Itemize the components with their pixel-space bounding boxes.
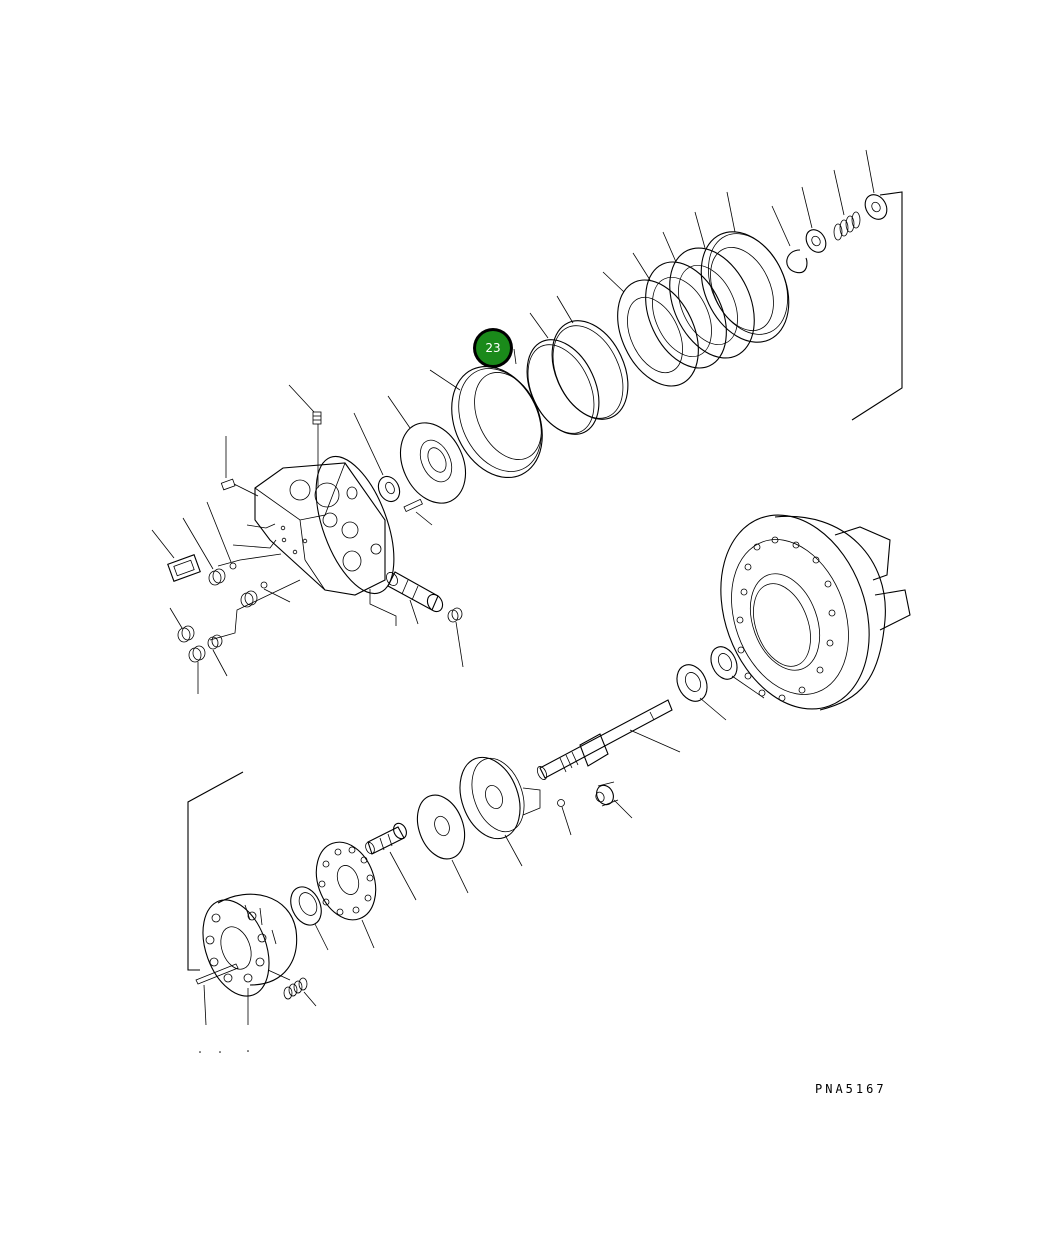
o-ring-small-part[interactable]: [260, 581, 268, 589]
plug-right-part[interactable]: [447, 607, 463, 623]
leader-line: [451, 859, 469, 894]
plug-small-4[interactable]: [188, 645, 206, 663]
drawing-code-label: PNA5167: [815, 1082, 887, 1096]
leader-line: [203, 984, 207, 1026]
leader-line: [288, 384, 315, 413]
cylinder-block-part[interactable]: [191, 891, 298, 1005]
leader-line: [267, 969, 291, 981]
o-ring-small-part[interactable]: [229, 562, 237, 570]
cylinder-spring-part[interactable]: [283, 977, 308, 1000]
callout-number: 23: [485, 341, 500, 355]
guide-part[interactable]: [364, 821, 409, 855]
leader-line: [726, 191, 736, 233]
leader-line: [429, 369, 461, 391]
brake-plate-part[interactable]: [602, 267, 715, 399]
washer-part[interactable]: [861, 191, 891, 224]
cylinder-pin-part[interactable]: [195, 963, 239, 985]
drive-shaft-part[interactable]: [535, 699, 673, 781]
bushing-part[interactable]: [285, 882, 327, 930]
ball-part[interactable]: [557, 799, 565, 807]
leader-line: [602, 271, 625, 293]
leader-line: [182, 517, 214, 570]
bearing-small-part[interactable]: [374, 473, 403, 505]
o-ring-small[interactable]: [513, 328, 613, 446]
spool-part[interactable]: [384, 570, 445, 614]
callout-marker-23[interactable]: 23: [473, 328, 513, 368]
leader-line: [415, 511, 433, 526]
bearing-housing-part[interactable]: [706, 643, 742, 684]
leader-line: [865, 149, 875, 194]
leader-line: [632, 252, 651, 281]
spring-part[interactable]: [833, 211, 861, 241]
leader-line: [263, 588, 291, 603]
separator-plate-outer[interactable]: [684, 218, 806, 357]
leader-line: [151, 529, 175, 559]
stray-marks: [199, 1050, 249, 1053]
motor-head-part[interactable]: [254, 446, 410, 603]
leader-line: [389, 851, 417, 901]
group-bracket: [522, 787, 541, 816]
leader-line: [731, 675, 765, 699]
brake-assembly-group: [429, 149, 903, 493]
brake-piston-part[interactable]: [434, 352, 559, 493]
leader-line: [455, 621, 464, 668]
group-bracket: [209, 579, 301, 641]
plug-top-part[interactable]: [312, 411, 322, 425]
leader-line: [662, 231, 677, 263]
leader-line: [387, 395, 411, 429]
leader-line: [504, 834, 523, 867]
leader-line: [314, 923, 329, 951]
leader-line: [694, 211, 706, 249]
group-bracket-right: [851, 191, 903, 421]
leader-line: [771, 205, 791, 247]
retainer-plate-part[interactable]: [409, 788, 473, 865]
leader-line: [801, 186, 813, 229]
plug-small-1[interactable]: [208, 568, 226, 586]
leader-line: [629, 729, 681, 753]
collar-part[interactable]: [594, 781, 619, 807]
snap-ring-part[interactable]: [786, 249, 808, 274]
friction-disc-part[interactable]: [653, 234, 771, 371]
leader-line: [561, 806, 572, 836]
leader-line: [529, 312, 549, 339]
seat-washer-part[interactable]: [802, 226, 830, 256]
leader-line: [613, 799, 633, 819]
plug-small-5[interactable]: [207, 634, 223, 650]
leader-line: [212, 649, 228, 677]
leader-line: [699, 697, 727, 721]
motor-housing-part[interactable]: [695, 494, 911, 730]
separator-plate-inner[interactable]: [630, 249, 743, 381]
leader-line: [233, 483, 259, 497]
leader-line: [556, 295, 574, 324]
plug-left-part[interactable]: [220, 478, 236, 491]
pin-part[interactable]: [403, 498, 423, 513]
plug-small-3[interactable]: [177, 625, 195, 643]
leader-line: [361, 919, 375, 949]
group-bracket: [232, 539, 277, 549]
bearing-shaft-part[interactable]: [671, 660, 712, 706]
nameplate-part[interactable]: [167, 554, 201, 582]
plug-small-2[interactable]: [240, 590, 258, 608]
leader-line: [303, 991, 317, 1007]
leader-line: [353, 412, 384, 476]
leader-line: [206, 501, 232, 563]
group-bracket-left: [187, 771, 244, 971]
leader-line: [833, 169, 845, 216]
swash-plate-part[interactable]: [449, 749, 533, 847]
shoe-plate-part[interactable]: [306, 834, 386, 928]
leader-line: [513, 348, 517, 365]
leader-line: [369, 589, 397, 626]
leader-line: [409, 599, 419, 625]
housing-bolt-holes: [736, 536, 836, 702]
leader-line: [169, 607, 183, 629]
group-bracket: [246, 523, 276, 529]
valve-plate-part[interactable]: [388, 412, 478, 513]
group-bracket: [217, 553, 282, 567]
valve-cover-group: [151, 384, 478, 694]
